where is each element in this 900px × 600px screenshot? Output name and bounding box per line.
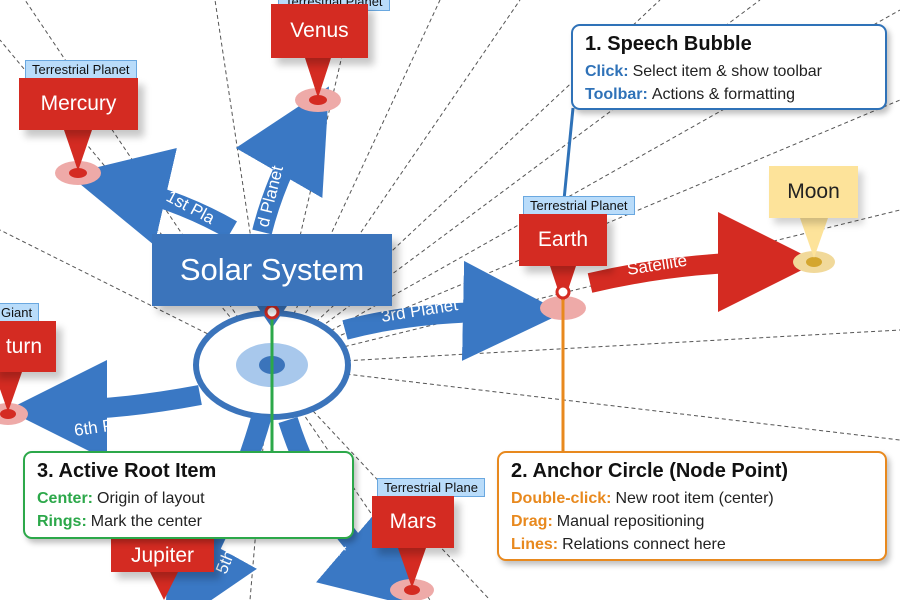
planet-saturn-label: turn bbox=[5, 334, 42, 358]
callout-active-title: 3. Active Root Item bbox=[37, 460, 217, 482]
planet-earth-label: Earth bbox=[537, 228, 589, 251]
relation-arrow-moon[interactable] bbox=[587, 212, 819, 313]
callout-anchor-row: Drag:Manual repositioning bbox=[511, 513, 705, 530]
moon-item[interactable]: Moon bbox=[769, 166, 858, 218]
planet-mars-label: Mars bbox=[389, 510, 437, 533]
callout-speech-row: Click:Select item & show toolbar bbox=[585, 63, 822, 80]
planet-venus-label: Venus bbox=[290, 19, 349, 42]
earth-anchor-circle[interactable] bbox=[555, 284, 571, 300]
planet-mercury[interactable]: Mercury bbox=[19, 78, 138, 130]
planet-mercury-label: Mercury bbox=[40, 92, 117, 115]
planet-earth[interactable]: Earth bbox=[519, 214, 607, 266]
relation-label-first: 1st Pla bbox=[163, 187, 218, 228]
callout-anchor-circle: 2. Anchor Circle (Node Point) Double-cli… bbox=[497, 451, 887, 561]
callout-active-root: 3. Active Root Item Center:Origin of lay… bbox=[23, 451, 354, 539]
callout-speech-bubble: 1. Speech Bubble Click:Select item & sho… bbox=[571, 24, 887, 110]
relation-arrow-mercury[interactable] bbox=[68, 147, 237, 246]
root-anchor-dot[interactable] bbox=[264, 304, 280, 320]
callout-anchor-title: 2. Anchor Circle (Node Point) bbox=[511, 460, 789, 482]
planet-mars[interactable]: Mars bbox=[372, 496, 454, 548]
speech-leader-line bbox=[561, 107, 575, 211]
moon-label: Moon bbox=[787, 180, 840, 203]
tag-saturn: Giant bbox=[0, 303, 40, 322]
tag-earth: Terrestrial Planet bbox=[523, 196, 635, 215]
planet-jupiter-label: Jupiter bbox=[130, 544, 195, 567]
callout-anchor-row: Lines:Relations connect here bbox=[511, 536, 726, 553]
planet-pins bbox=[0, 58, 835, 600]
callout-speech-row: Toolbar:Actions & formatting bbox=[585, 86, 795, 103]
root-item-solar-system[interactable]: Solar System bbox=[152, 234, 392, 306]
callout-active-row: Rings:Mark the center bbox=[37, 513, 202, 530]
callout-active-row: Center:Origin of layout bbox=[37, 490, 205, 507]
relation-arrow-venus[interactable] bbox=[235, 86, 329, 235]
planet-saturn[interactable]: turn bbox=[0, 321, 56, 372]
relation-arrow-saturn[interactable] bbox=[6, 359, 202, 460]
relation-arrow-earth[interactable] bbox=[342, 260, 563, 361]
planet-venus[interactable]: Venus bbox=[271, 4, 368, 58]
callout-speech-title: 1. Speech Bubble bbox=[585, 33, 752, 55]
tag-mercury: Terrestrial Planet bbox=[25, 60, 137, 79]
callout-anchor-row: Double-click:New root item (center) bbox=[511, 490, 774, 507]
tag-mars: Terrestrial Plane bbox=[377, 478, 485, 497]
root-label: Solar System bbox=[179, 252, 365, 287]
